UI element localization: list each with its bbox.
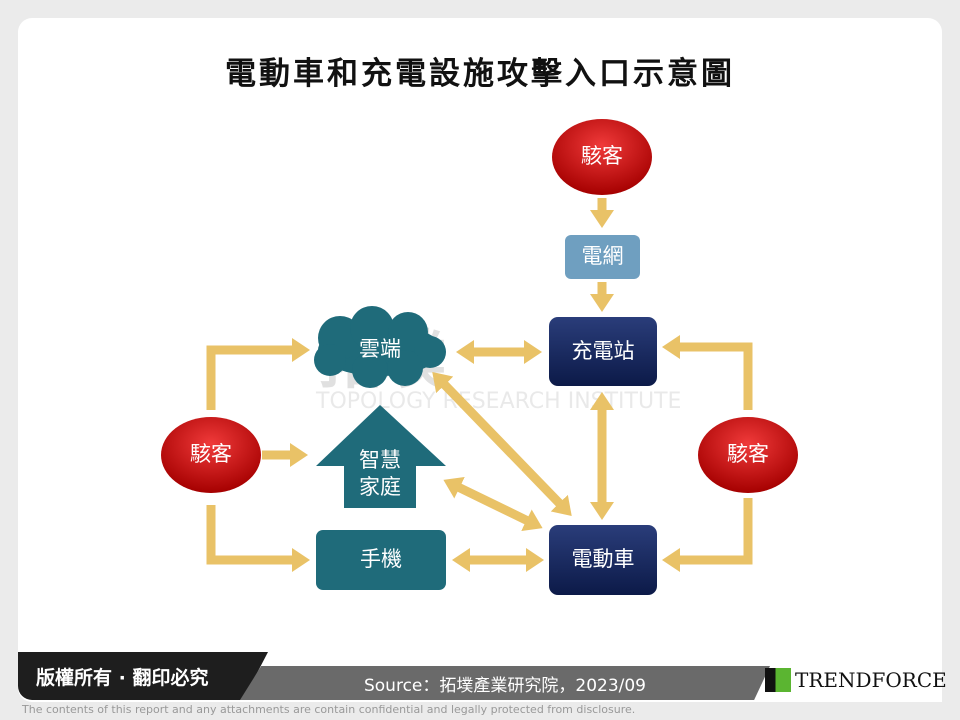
ev-label: 電動車 [571, 547, 635, 572]
hacker-right-node [698, 417, 798, 493]
hacker-right-label: 駭客 [727, 442, 769, 467]
phone-label: 手機 [360, 547, 402, 572]
grid-node [565, 235, 640, 279]
arrow-left-hacker-to-cloud [206, 338, 310, 410]
trendforce-logo: TRENDFORCE [795, 668, 947, 692]
trendforce-logo-icon [765, 668, 791, 692]
copyright-banner: 版權所有 · 翻印必究 [18, 652, 268, 700]
svg-text:TOPOLOGY RESEARCH INSTITUTE: TOPOLOGY RESEARCH INSTITUTE [315, 389, 681, 414]
hacker-left-label: 駭客 [190, 442, 232, 467]
station-node [549, 317, 657, 386]
phone-node [316, 530, 446, 590]
hacker-top-label: 駭客 [581, 144, 623, 169]
arrow-left-hacker-to-phone [206, 505, 310, 572]
source-banner: Source：拓墣產業研究院，2023/09 [240, 666, 770, 700]
smart-home-node [316, 405, 446, 508]
arrows [206, 198, 753, 572]
hacker-left-node [161, 417, 261, 493]
page-title: 電動車和充電設施攻擊入口示意圖 [225, 56, 735, 92]
disclaimer: The contents of this report and any atta… [22, 703, 636, 716]
arrow-right-hacker-to-station [662, 335, 753, 410]
cloud-node [314, 306, 446, 388]
arrow-right-hacker-to-ev [662, 498, 753, 572]
station-label: 充電站 [571, 338, 635, 363]
smart-home-label: 智慧家庭 [359, 447, 401, 499]
ev-node [549, 525, 657, 595]
hacker-top-node [552, 119, 652, 195]
grid-label: 電網 [581, 244, 624, 269]
cloud-label: 雲端 [359, 337, 401, 362]
arrow-home-ev [443, 476, 543, 532]
